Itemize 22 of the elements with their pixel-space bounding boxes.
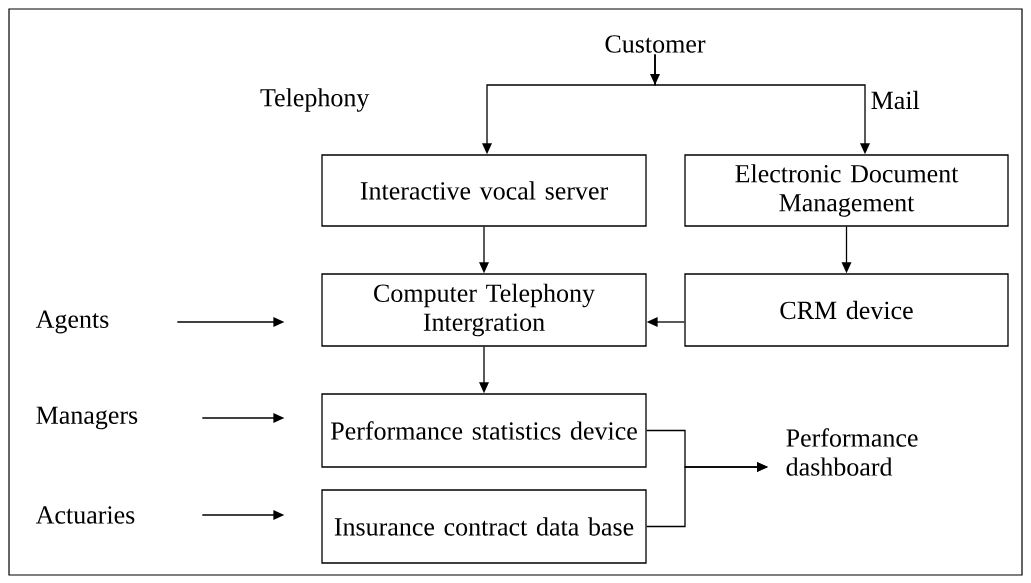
text-label: Performance dashboard	[786, 428, 918, 476]
process-box: CRM device	[684, 273, 1009, 347]
arrow	[479, 226, 489, 274]
text-label: Managers	[36, 406, 138, 430]
text-label: Customer	[605, 35, 706, 53]
edge-label: Mail	[868, 88, 922, 112]
arrow	[201, 413, 285, 423]
process-box: Interactive vocal server	[321, 154, 647, 227]
text-label: Agents	[35, 310, 109, 334]
arrow	[176, 317, 285, 327]
edge-label: Telephony	[258, 86, 372, 114]
process-box: Computer Telephony Intergration	[321, 273, 647, 347]
arrow	[841, 226, 852, 274]
process-box: Insurance contract data base	[321, 489, 647, 564]
arrow	[650, 53, 660, 85]
text-label: Actuaries	[35, 506, 135, 524]
arrow	[646, 462, 768, 528]
arrow	[479, 346, 489, 394]
arrow	[646, 317, 685, 327]
process-box: Performance statistics device	[321, 393, 647, 468]
process-box: Electronic Document Management	[684, 154, 1009, 227]
arrow	[201, 510, 285, 520]
